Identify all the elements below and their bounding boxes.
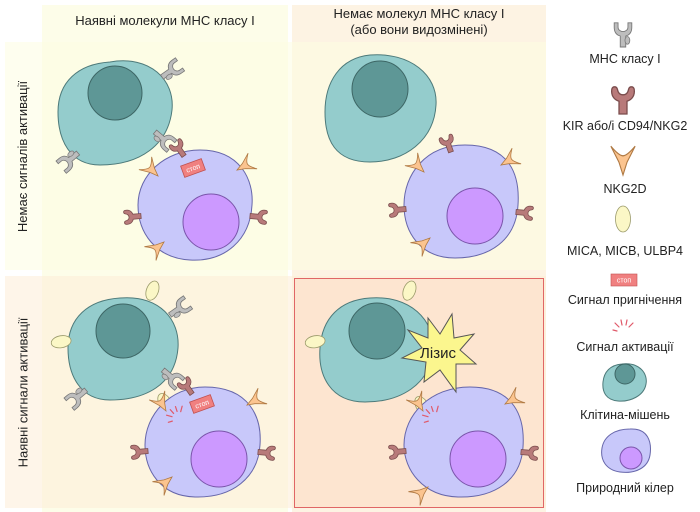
legend-label-inhibition: Сигнал пригнічення: [567, 293, 683, 307]
column-header-mhc-present: Наявні молекули МНС класу I: [42, 5, 288, 41]
panel-mhc-absent-no-activation: [324, 54, 534, 259]
stop-signal-text: стоп: [194, 399, 210, 411]
stop-signal: стоп: [180, 158, 206, 178]
stop-signal-text: стоп: [185, 163, 201, 175]
activation-burst-icon: [612, 319, 634, 332]
lysis-burst: Лізис: [400, 312, 478, 394]
panel-mhc-present-no-activation: стоп: [55, 57, 268, 261]
target-nucleus: [87, 65, 143, 121]
column-header-mhc-absent: Немає молекул МНС класу I (або вони видо…: [292, 2, 546, 42]
stop-sign-icon-text: стоп: [617, 278, 632, 285]
column-header-mhc-absent-line2: (або вони видозмінені): [350, 22, 488, 37]
nk-nucleus: [190, 430, 248, 488]
target-nucleus: [95, 303, 151, 359]
nk-cell: [403, 144, 519, 259]
legend: стоп: [601, 22, 651, 473]
nk-nucleus: [449, 430, 507, 488]
target-cell-icon: [602, 363, 647, 402]
legend-label-nk-cell: Природний кілер: [576, 481, 674, 495]
legend-label-activation: Сигнал активації: [576, 340, 674, 354]
target-cell: [67, 297, 179, 401]
stop-sign-icon: стоп: [610, 273, 638, 287]
column-header-mhc-present-text: Наявні молекули МНС класу I: [75, 13, 255, 28]
nk-nucleus: [182, 193, 240, 251]
kir-receptor-icon: [611, 86, 635, 115]
target-cell: [319, 297, 434, 403]
kir-receptor: [248, 208, 268, 225]
nkg2d-receptor-icon: [610, 145, 636, 176]
lysis-label: Лізис: [420, 345, 456, 362]
target-nucleus: [351, 60, 409, 118]
legend-label-target-cell: Клітина-мішень: [580, 408, 670, 422]
nk-cell: [137, 149, 253, 261]
mhc-class-i-icon: [613, 22, 633, 48]
nk-cell-icon: [601, 428, 651, 473]
legend-label-ligands: MICA, MICB, ULBP4: [567, 244, 683, 258]
legend-label-mhc: МНС класу I: [589, 52, 661, 66]
legend-label-kir: KIR або/і CD94/NKG2: [562, 119, 688, 133]
target-nucleus: [348, 302, 406, 360]
target-cell: [57, 60, 173, 166]
panel-mhc-present-activation: стоп: [49, 278, 276, 498]
target-cell: [324, 54, 437, 163]
ligand-molecule: [142, 278, 162, 303]
stop-signal: стоп: [189, 394, 215, 414]
nk-cell: [403, 386, 524, 498]
ligand-oval-icon: [615, 205, 631, 233]
nk-nucleus: [446, 187, 504, 245]
ligand-molecule: [399, 278, 419, 303]
legend-label-nkg2d: NKG2D: [603, 182, 647, 196]
column-header-mhc-absent-line1: Немає молекул МНС класу I: [333, 6, 505, 21]
panel-mhc-absent-activation-lysis: Лізис: [303, 278, 539, 506]
nk-cell: [144, 386, 261, 498]
